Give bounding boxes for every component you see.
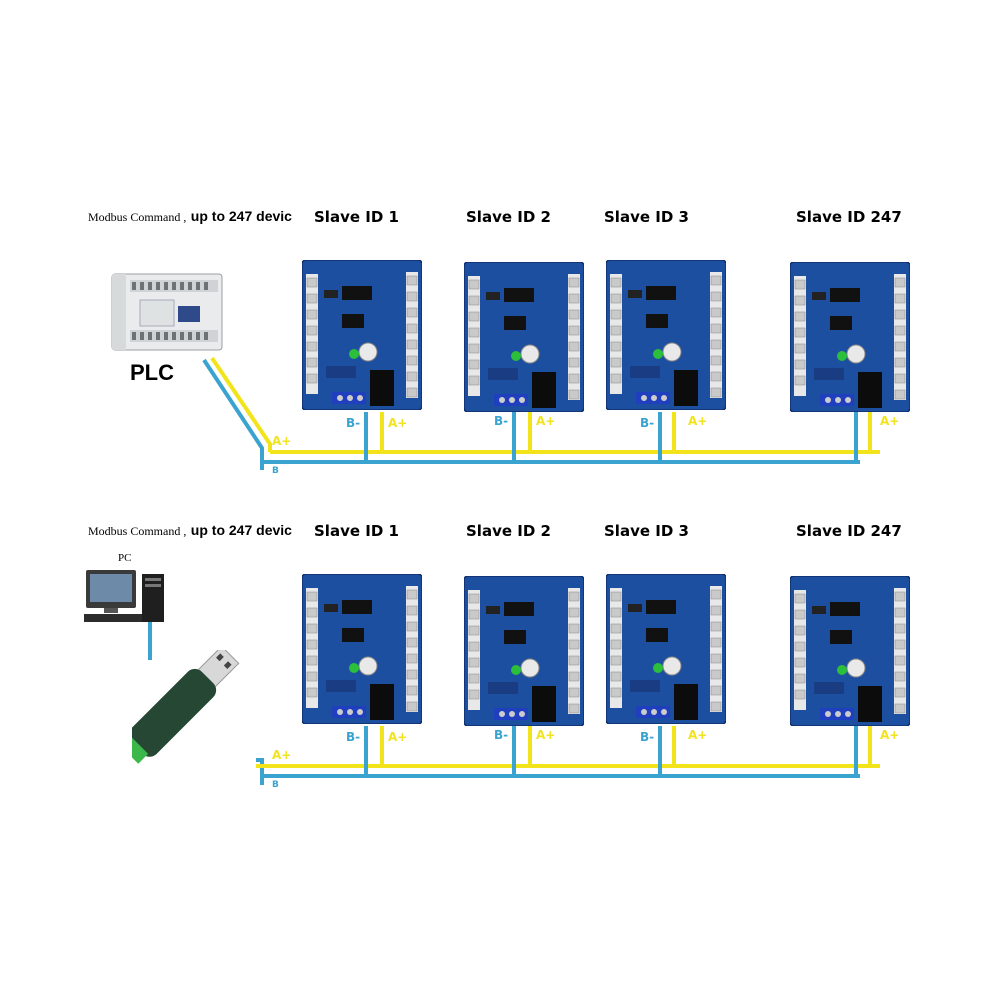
- bus-plc: [202, 356, 880, 470]
- slave-label-247: Slave ID 247: [796, 522, 902, 540]
- wire-label-a-3: A+: [688, 414, 708, 428]
- slave-board-3: [606, 574, 726, 724]
- trunk-label-a: A+: [272, 748, 292, 762]
- plc-label: PLC: [130, 360, 174, 385]
- slave-label-1: Slave ID 1: [314, 522, 399, 540]
- wire-label-a-1: A+: [388, 416, 408, 430]
- usb-rs485-adapter-icon: [132, 650, 240, 764]
- slave-board-3: [606, 260, 726, 410]
- slave-label-2: Slave ID 2: [466, 522, 551, 540]
- wire-label-b-1: B-: [346, 416, 361, 430]
- modbus-command-caption: Modbus Command , up to 247 devic: [88, 208, 292, 226]
- wire-label-a-247: A+: [880, 728, 900, 742]
- slave-board-247: [790, 576, 910, 726]
- slave-board-2: [464, 262, 584, 412]
- command-suffix: up to 247 devic: [190, 522, 292, 538]
- slave-label-2: Slave ID 2: [466, 208, 551, 226]
- wire-label-a-2: A+: [536, 414, 556, 428]
- slave-label-1: Slave ID 1: [314, 208, 399, 226]
- wire-label-b-1: B-: [346, 730, 361, 744]
- slave-board-1: [302, 574, 422, 724]
- trunk-label-b: B: [272, 466, 279, 476]
- slave-board-247: [790, 262, 910, 412]
- wire-label-a-247: A+: [880, 414, 900, 428]
- wire-label-a-3: A+: [688, 728, 708, 742]
- command-prefix: Modbus Command ,: [88, 524, 187, 538]
- slave-label-247: Slave ID 247: [796, 208, 902, 226]
- command-suffix: up to 247 devic: [190, 208, 292, 224]
- section-pc: Modbus Command , up to 247 devic: [0, 522, 1000, 842]
- slave-board-2: [464, 576, 584, 726]
- slave-label-3: Slave ID 3: [604, 208, 689, 226]
- plc-icon: [111, 273, 223, 351]
- slave-label-3: Slave ID 3: [604, 522, 689, 540]
- wire-label-b-2: B-: [494, 414, 509, 428]
- trunk-label-a: A+: [272, 434, 292, 448]
- pc-label: PC: [118, 552, 132, 564]
- slave-board-1: [302, 260, 422, 410]
- trunk-label-b: B: [272, 780, 279, 790]
- command-prefix: Modbus Command ,: [88, 210, 187, 224]
- wire-label-b-2: B-: [494, 728, 509, 742]
- modbus-command-caption: Modbus Command , up to 247 devic: [88, 522, 292, 540]
- wire-label-b-3: B-: [640, 730, 655, 744]
- wire-label-a-1: A+: [388, 730, 408, 744]
- pc-icon: [84, 570, 164, 622]
- wire-label-b-3: B-: [640, 416, 655, 430]
- bus-pc: [148, 618, 880, 785]
- wire-label-a-2: A+: [536, 728, 556, 742]
- section-plc: Modbus Command , up to 247 devic: [0, 208, 1000, 528]
